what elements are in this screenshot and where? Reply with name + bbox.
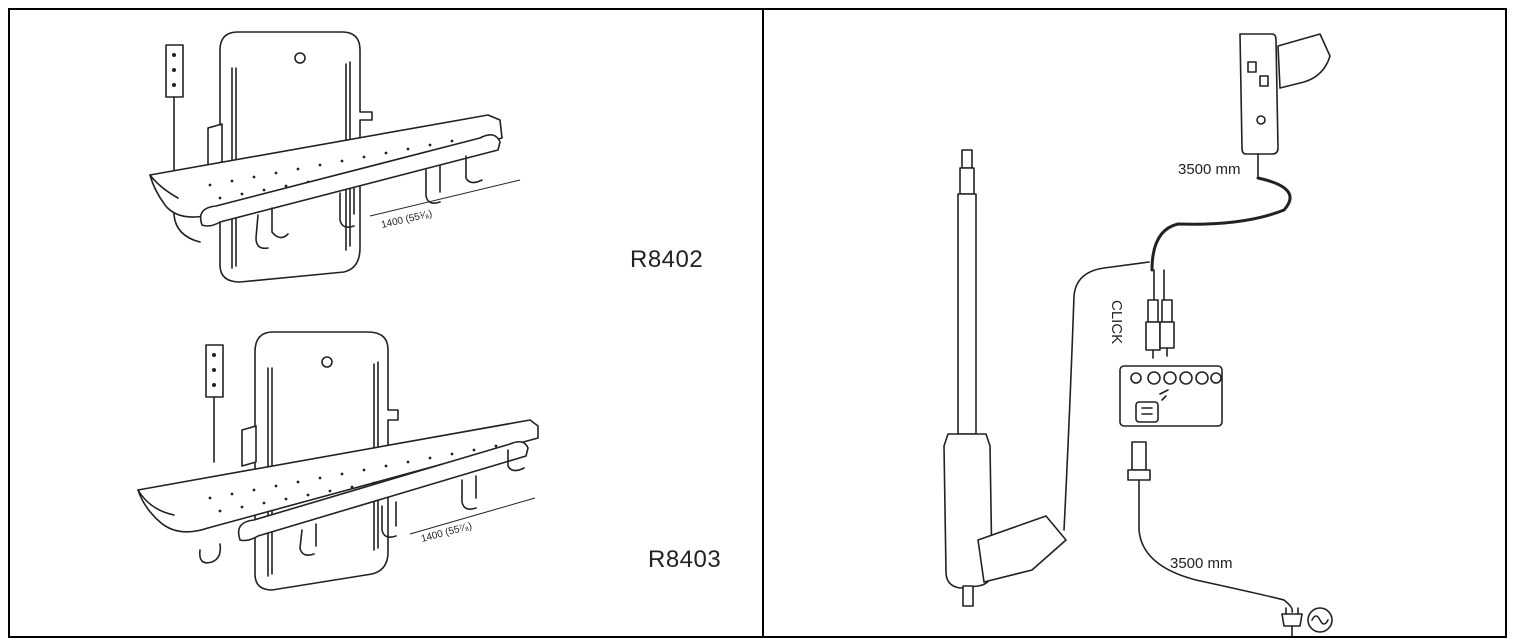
- panel-divider: [762, 8, 764, 638]
- wall-bracket-icon: [165, 44, 201, 243]
- click-label: CLICK: [1108, 300, 1125, 344]
- connector-plugs: [1145, 299, 1175, 359]
- mains-cable-length: 3500 mm: [1170, 555, 1233, 572]
- left-panel: .ln { fill: none; stroke: #222; stroke-w…: [10, 10, 762, 636]
- dimension-label-r8403: 1400 (55⁷⁄₈): [420, 521, 473, 545]
- control-box-icon: [1119, 365, 1223, 427]
- figure-frame: [8, 8, 1507, 638]
- electrical-connection-diagram: .rl { fill: none; stroke: #222; stroke-w…: [943, 33, 1333, 636]
- hand-control-cable-length: 3500 mm: [1178, 161, 1241, 178]
- model-label-r8402: R8402: [630, 246, 704, 273]
- changing-tables-illustration: .ln { fill: none; stroke: #222; stroke-w…: [137, 31, 539, 591]
- wall-bracket-icon: [205, 344, 224, 463]
- changing-table-r8402: 1400 (55¹⁄₈): [149, 31, 521, 283]
- right-panel: .rl { fill: none; stroke: #222; stroke-w…: [764, 10, 1505, 636]
- model-label-r8403: R8403: [648, 546, 722, 573]
- linear-actuator-icon: [943, 149, 1150, 607]
- mains-plug-icon: [1127, 441, 1303, 636]
- ac-symbol-icon: [1307, 607, 1333, 633]
- hand-control-icon: [1150, 33, 1331, 301]
- changing-table-r8403: 1400 (55⁷⁄₈): [137, 331, 539, 591]
